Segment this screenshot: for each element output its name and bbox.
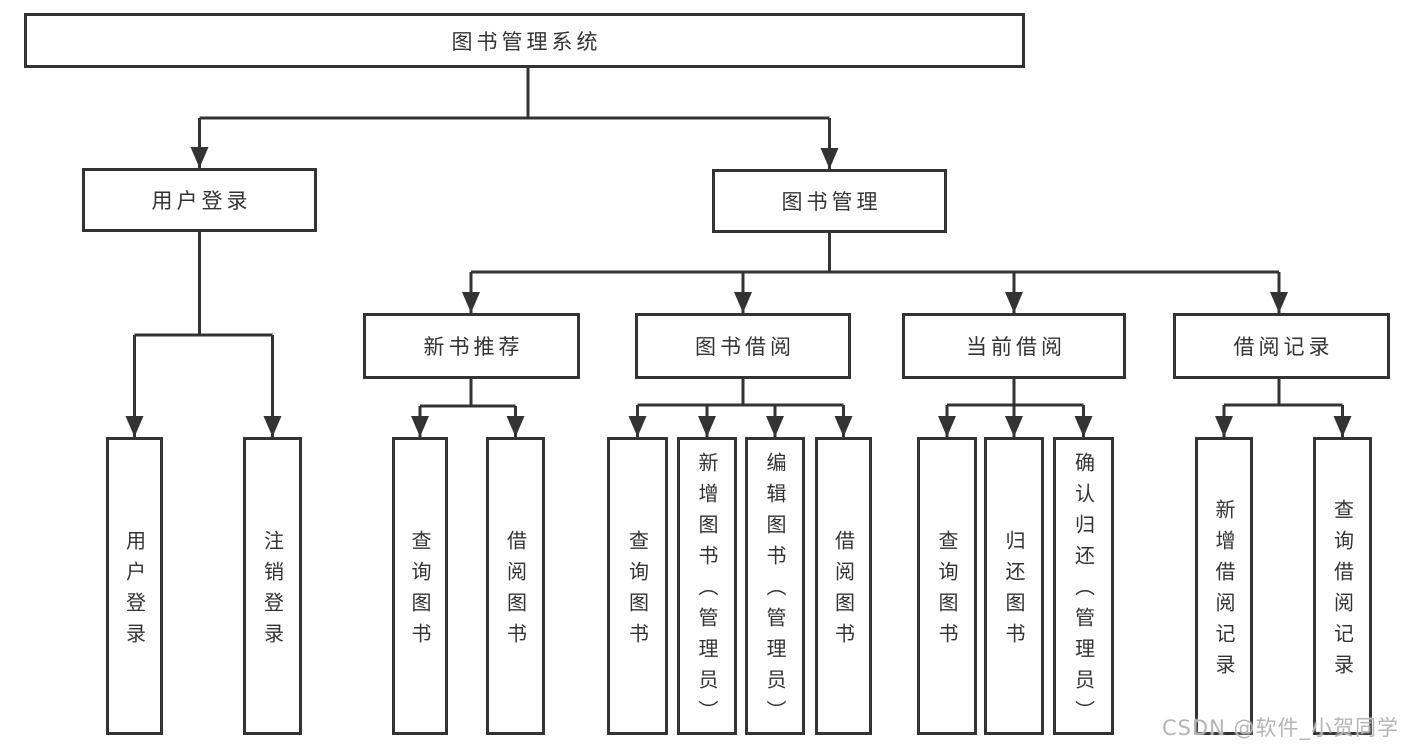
node-book-borrowing: 图书借阅 <box>635 313 851 379</box>
node-label: 注销登录 <box>260 529 285 654</box>
leaf-add-books-admin: 新增图书（管理员） <box>677 437 737 735</box>
node-label: 借阅图书 <box>831 529 856 654</box>
node-label: 确认归还（管理员） <box>1071 452 1096 731</box>
leaf-logout: 注销登录 <box>243 437 302 735</box>
node-label: 图书管理系统 <box>451 29 602 54</box>
node-current-borrowing: 当前借阅 <box>902 313 1126 379</box>
node-user-login: 用户登录 <box>82 168 317 232</box>
leaf-return-books: 归还图书 <box>984 437 1044 735</box>
leaf-user-login: 用户登录 <box>106 437 163 735</box>
node-label: 用户登录 <box>122 529 147 654</box>
node-label: 图书管理 <box>781 190 882 214</box>
node-label: 借阅记录 <box>1233 335 1334 359</box>
node-book-management: 图书管理 <box>712 169 947 233</box>
node-label: 归还图书 <box>1002 529 1026 654</box>
leaf-query-borrow-record: 查询借阅记录 <box>1313 437 1372 735</box>
leaf-query-books-current: 查询图书 <box>917 437 977 735</box>
arrow-lines <box>125 118 1352 437</box>
node-label: 新增图书（管理员） <box>695 452 719 731</box>
node-label: 编辑图书（管理员） <box>763 452 787 731</box>
node-new-book-recommendation: 新书推荐 <box>363 313 580 379</box>
node-label: 查询借阅记录 <box>1330 498 1355 685</box>
leaf-confirm-return-admin: 确认归还（管理员） <box>1053 437 1114 735</box>
node-borrowing-records: 借阅记录 <box>1173 313 1390 379</box>
node-label: 新书推荐 <box>423 335 524 359</box>
leaf-edit-books-admin: 编辑图书（管理员） <box>745 437 805 735</box>
leaf-borrow-books-borrowing: 借阅图书 <box>815 437 872 735</box>
leaf-query-books-recommend: 查询图书 <box>392 437 448 735</box>
node-label: 查询图书 <box>625 529 650 654</box>
leaf-query-books-borrowing: 查询图书 <box>607 437 668 735</box>
node-label: 图书借阅 <box>695 335 795 359</box>
node-label: 用户登录 <box>151 189 252 213</box>
node-library-management-system: 图书管理系统 <box>24 13 1025 68</box>
node-label: 借阅图书 <box>503 529 528 654</box>
node-label: 查询图书 <box>935 529 959 654</box>
node-label: 查询图书 <box>408 529 432 654</box>
leaf-add-borrow-record: 新增借阅记录 <box>1195 437 1253 735</box>
leaf-borrow-books-recommend: 借阅图书 <box>486 437 545 735</box>
node-label: 新增借阅记录 <box>1212 498 1236 685</box>
connector-segments <box>134 68 1343 408</box>
node-label: 当前借阅 <box>966 335 1066 359</box>
